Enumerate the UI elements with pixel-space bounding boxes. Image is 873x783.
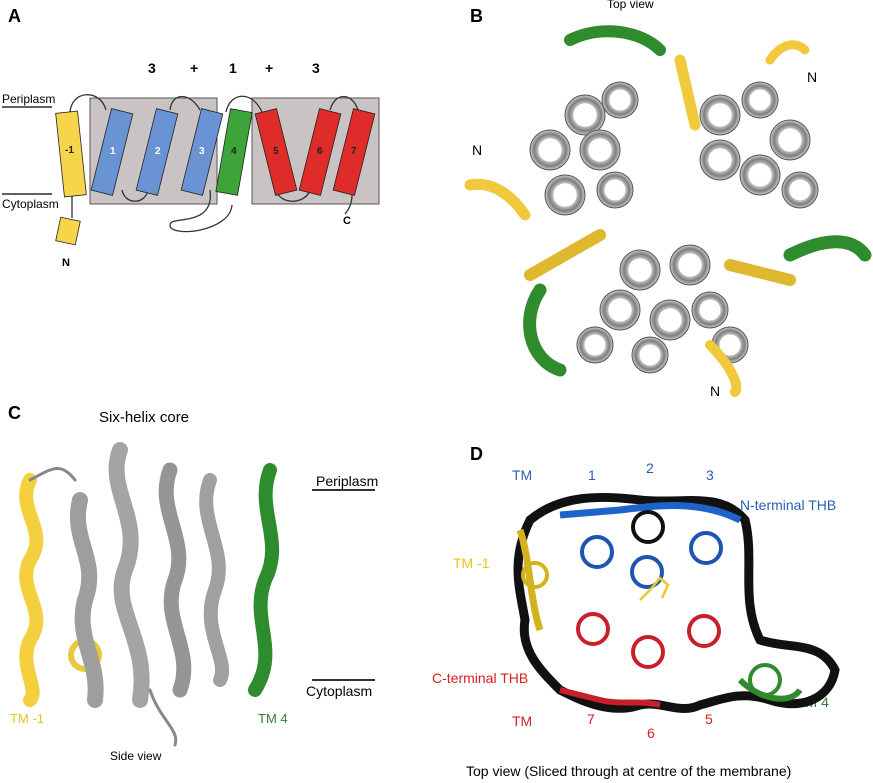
- helix-ribbons: [19, 442, 280, 747]
- gray-helix-coils: [529, 81, 819, 374]
- tm-top-label: TM: [512, 467, 533, 483]
- helix-number-6: 6: [647, 725, 655, 741]
- equation-plus: +: [190, 60, 199, 76]
- panel-c-cytoplasm-label: Cytoplasm: [306, 683, 373, 699]
- helix-label: -1: [65, 145, 74, 156]
- equation-term: 1: [229, 60, 237, 76]
- panel-c-title: Six-helix core: [99, 409, 190, 426]
- panel-a-cytoplasm-label: Cytoplasm: [2, 197, 59, 211]
- tm-bottom-label: TM: [512, 713, 533, 729]
- panel-d-letter: D: [470, 444, 483, 464]
- panel-a-n-terminus: N: [62, 257, 70, 269]
- helix-number-7: 7: [587, 711, 595, 727]
- panel-a-letter: A: [8, 6, 21, 26]
- panel-a-periplasm-label: Periplasm: [2, 92, 56, 106]
- equation-plus: +: [265, 60, 274, 76]
- helix-label: 4: [231, 146, 237, 157]
- helix-label: 1: [110, 146, 116, 157]
- tm-minus1-label: TM -1: [10, 711, 44, 726]
- colored-helix-ribbons: [464, 25, 872, 397]
- equation-term: 3: [312, 60, 320, 76]
- n-terminus-label: N: [807, 69, 818, 85]
- helix-label: 5: [273, 146, 279, 157]
- helix-cylinders: [55, 108, 376, 246]
- n-terminus-label: N: [710, 383, 721, 399]
- helix-cross-sections: [521, 510, 782, 697]
- panel-b-title: Top view: [607, 0, 654, 11]
- tm-minus1-label: TM -1: [453, 555, 490, 571]
- panel-c-periplasm-label: Periplasm: [316, 473, 379, 489]
- helix-label: 7: [351, 146, 357, 157]
- panel-c-caption: Side view: [110, 749, 162, 763]
- helix-label: 6: [317, 146, 323, 157]
- panel-d-caption: Top view (Sliced through at centre of th…: [466, 763, 792, 779]
- equation-term: 3: [148, 60, 156, 76]
- panel-c-letter: C: [8, 403, 21, 423]
- tm4-label: TM 4: [258, 711, 288, 726]
- panel-a-c-terminus: C: [343, 215, 351, 227]
- helix-number-3: 3: [706, 467, 714, 483]
- ligand-sticks: [639, 576, 670, 601]
- helix-label: 2: [155, 146, 161, 157]
- membrane-slice-surface: [513, 492, 840, 713]
- n-terminus-label: N: [472, 142, 483, 158]
- c-terminal-thb-label: C-terminal THB: [432, 670, 529, 686]
- helix-label: 3: [199, 146, 205, 157]
- helix-number-1: 1: [588, 467, 596, 483]
- panel-b-letter: B: [470, 6, 483, 26]
- n-terminal-thb-label: N-terminal THB: [740, 497, 837, 513]
- helix-number-5: 5: [705, 711, 713, 727]
- helix-number-2: 2: [646, 460, 654, 476]
